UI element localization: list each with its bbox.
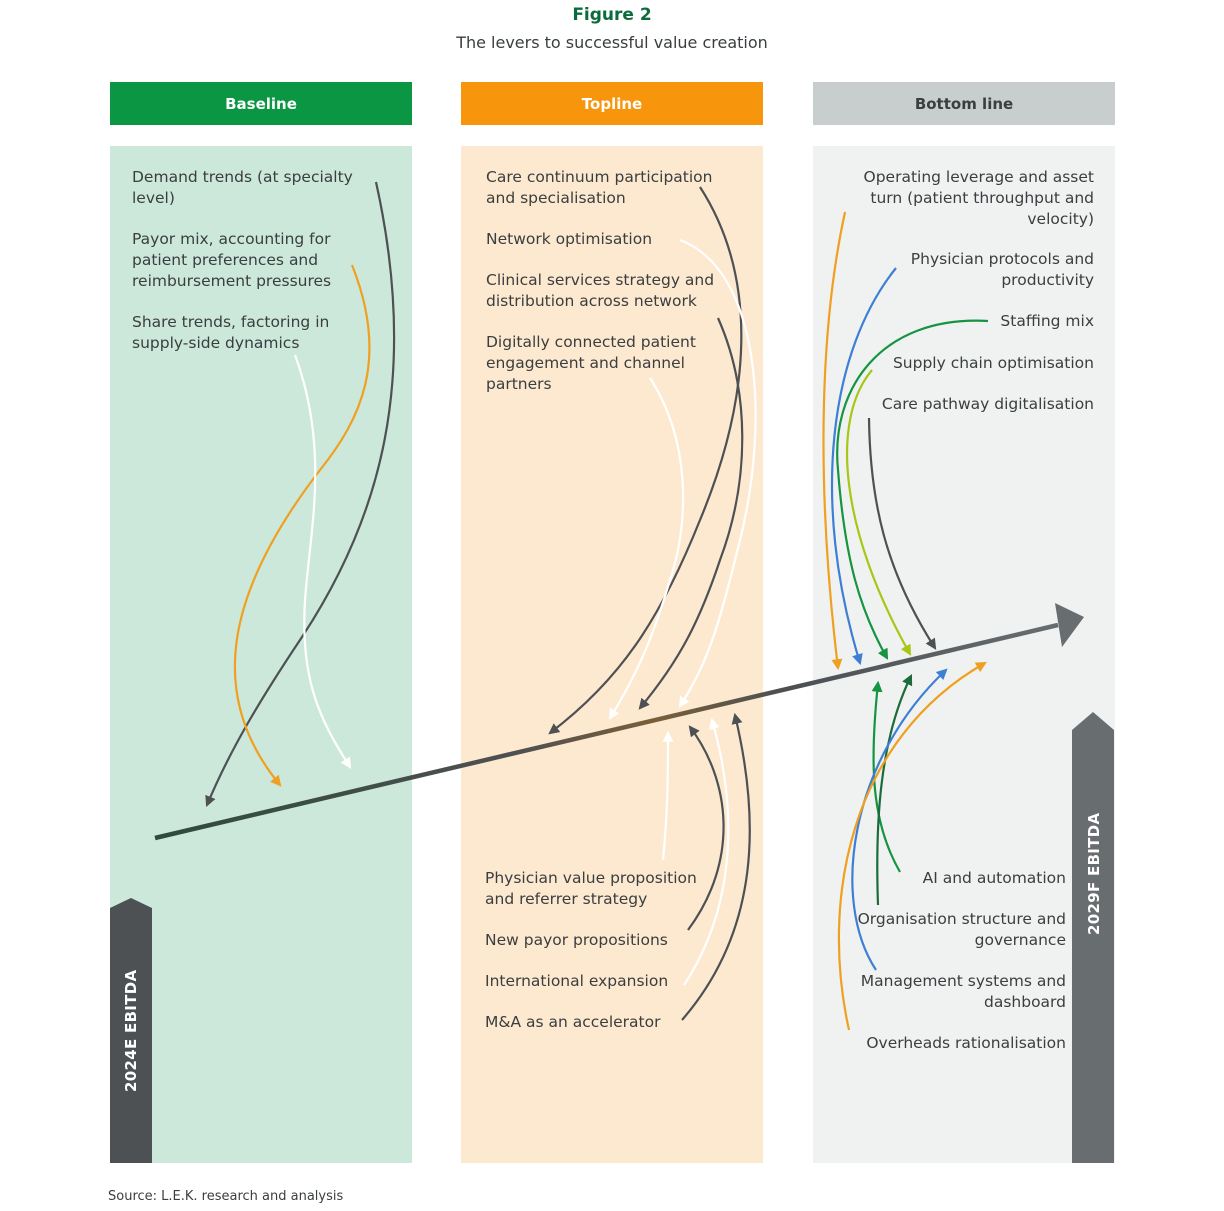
lever-physician-protocols: Physician protocols and productivity xyxy=(910,250,1094,289)
bottom-line-header: Bottom line xyxy=(813,82,1115,125)
lever-overheads: Overheads rationalisation xyxy=(866,1034,1066,1052)
arrow-management-systems xyxy=(851,668,948,971)
lever-payor-mix: Payor mix, accounting for patient prefer… xyxy=(132,230,332,290)
arrow-share-trends xyxy=(293,354,352,769)
arrow-care-continuum xyxy=(548,186,743,735)
lever-m-and-a: M&A as an accelerator xyxy=(485,1013,661,1031)
lever-share-trends: Share trends, factoring in supply-side d… xyxy=(132,313,330,352)
lever-staffing-mix: Staffing mix xyxy=(1000,312,1094,330)
lever-international: International expansion xyxy=(485,972,669,990)
lever-demand-trends: Demand trends (at specialty level) xyxy=(132,168,353,207)
arrow-network-optimisation xyxy=(678,238,757,708)
lever-digital-engagement: Digitally connected patient engagement a… xyxy=(486,333,696,393)
arrow-international xyxy=(683,717,730,986)
baseline-column xyxy=(110,146,412,1163)
figure-title: Figure 2 xyxy=(572,5,652,25)
arrow-operating-leverage xyxy=(822,211,847,671)
growth-arrow-head xyxy=(1055,603,1084,647)
arrow-physician-value xyxy=(687,725,725,931)
arrow-care-pathway xyxy=(867,417,937,650)
arrow-demand-trends xyxy=(205,181,396,808)
arrow-ai-automation xyxy=(871,680,901,873)
lever-care-pathway: Care pathway digitalisation xyxy=(881,395,1094,413)
lever-physician-value: Physician value proposition and referrer… xyxy=(485,869,697,908)
lever-supply-chain: Supply chain optimisation xyxy=(892,354,1094,372)
arrow-overheads xyxy=(837,661,987,1031)
end-ebitda-bar xyxy=(1072,712,1114,1163)
figure-subtitle: The levers to successful value creation xyxy=(456,33,768,52)
source-note: Source: L.E.K. research and analysis xyxy=(108,1189,344,1204)
arrow-digital-engagement xyxy=(608,377,685,720)
lever-network-optimisation: Network optimisation xyxy=(486,230,653,248)
start-ebitda-label: 2024E EBITDA xyxy=(122,970,140,1092)
topline-header: Topline xyxy=(461,82,763,125)
topline-column xyxy=(461,146,763,1163)
arrow-new-payor xyxy=(661,730,674,861)
lever-management-systems: Management systems and dashboard xyxy=(860,972,1066,1011)
lever-clinical-services: Clinical services strategy and distribut… xyxy=(486,271,715,310)
arrow-organisation-structure xyxy=(876,674,913,906)
arrow-supply-chain xyxy=(845,369,912,656)
arrow-m-and-a xyxy=(681,712,751,1021)
arrow-physician-protocols xyxy=(830,267,897,666)
lever-operating-leverage: Operating leverage and asset turn (patie… xyxy=(863,168,1095,228)
arrow-payor-mix xyxy=(233,264,371,787)
lever-care-continuum: Care continuum participation and special… xyxy=(486,168,713,207)
baseline-header: Baseline xyxy=(110,82,412,125)
bottom-line-column xyxy=(813,146,1115,1163)
arrow-clinical-services xyxy=(638,317,744,710)
lever-organisation-structure: Organisation structure and governance xyxy=(857,910,1066,949)
growth-arrow-line xyxy=(154,622,1059,841)
lever-new-payor: New payor propositions xyxy=(485,931,668,949)
end-ebitda-label: 2029F EBITDA xyxy=(1085,813,1103,935)
arrow-staffing-mix xyxy=(836,319,989,660)
lever-ai-automation: AI and automation xyxy=(922,869,1066,887)
start-ebitda-bar xyxy=(110,898,152,1163)
